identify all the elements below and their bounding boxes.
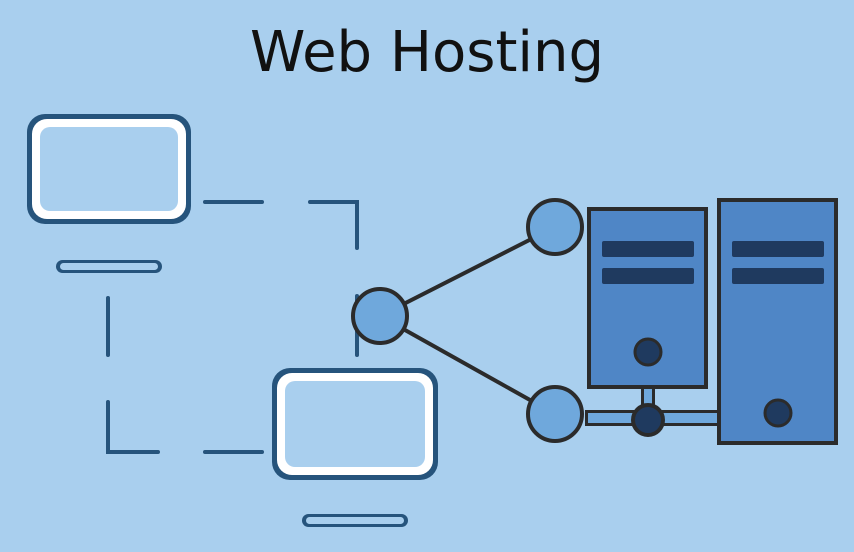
network-link <box>379 225 556 318</box>
network-node-icon <box>526 385 584 443</box>
dash-segment <box>106 400 160 454</box>
page-title: Web Hosting <box>250 20 604 85</box>
power-button-icon <box>763 398 793 428</box>
network-node-icon <box>631 403 665 437</box>
keyboard <box>306 517 404 524</box>
desktop-computer-icon <box>272 368 438 527</box>
power-button-icon <box>633 337 663 367</box>
network-node-icon <box>526 198 584 256</box>
network-links <box>379 225 556 416</box>
desktop-computer-icon <box>27 114 191 273</box>
server-tower-icon <box>587 207 708 389</box>
drive-slot <box>732 241 824 257</box>
drive-slot <box>732 268 824 284</box>
server-tower-icon <box>717 198 838 445</box>
network-node-icon <box>351 287 409 345</box>
drive-slot <box>602 268 694 284</box>
keyboard <box>60 263 158 270</box>
dash-segment <box>308 200 359 250</box>
drive-slot <box>602 241 694 257</box>
network-link <box>379 314 556 416</box>
monitor-screen <box>285 381 425 467</box>
monitor-screen <box>40 127 178 211</box>
bus-stem <box>644 386 652 416</box>
